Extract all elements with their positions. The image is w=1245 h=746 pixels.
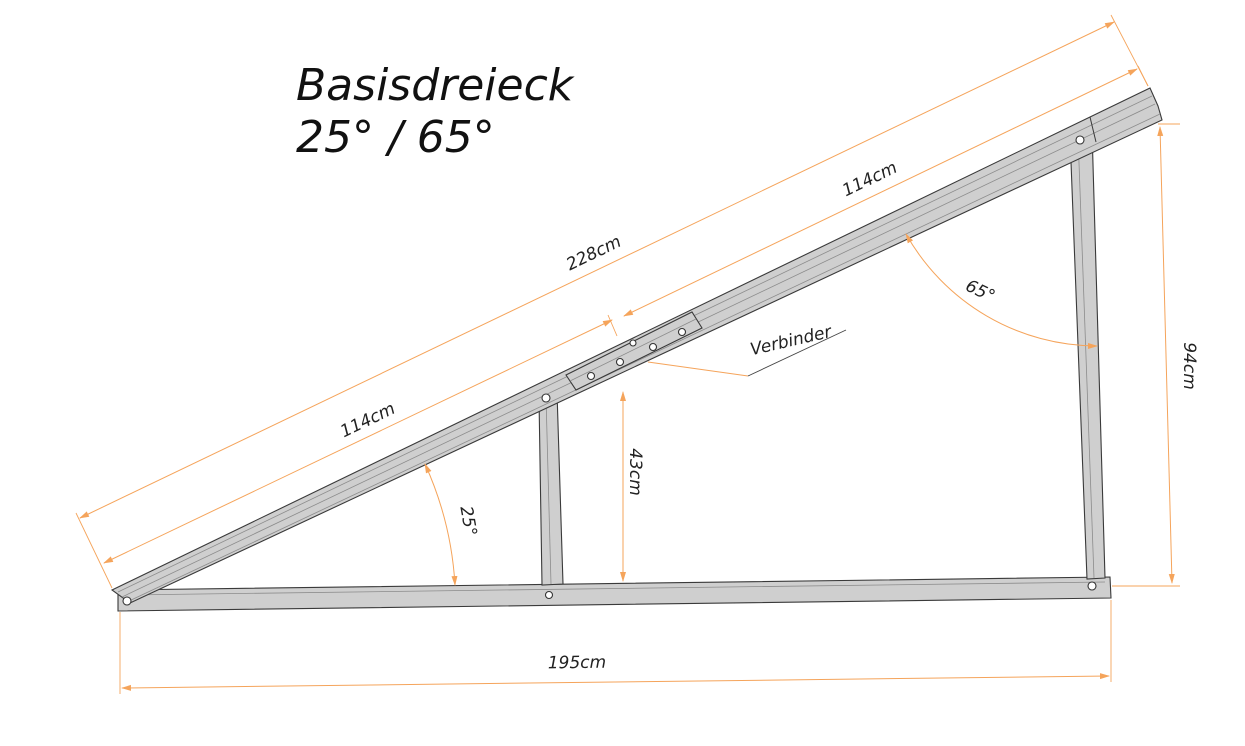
dimension-short-support: 43cm: [620, 391, 645, 582]
title-line-2: 25° / 65°: [296, 112, 495, 163]
connector-plate: [565, 311, 703, 391]
tall-support-beam: [1069, 129, 1106, 580]
dimension-angle-bottom: 25°: [424, 463, 480, 586]
label-base-length: 195cm: [548, 653, 607, 674]
label-short-support: 43cm: [625, 448, 645, 496]
dimension-angle-top: 65°: [905, 233, 1098, 349]
label-connector: Verbinder: [748, 322, 834, 360]
label-upper-segment: 114cm: [839, 158, 900, 201]
dimension-base-length: 195cm: [119, 600, 1112, 694]
label-angle-top: 65°: [962, 276, 998, 307]
label-total-length: 228cm: [563, 232, 624, 275]
short-support-beam: [538, 391, 564, 586]
dimension-tall-support: 94cm: [1112, 123, 1199, 587]
label-angle-bottom: 25°: [455, 505, 480, 538]
label-tall-support: 94cm: [1179, 342, 1199, 390]
dimension-upper-segment: 114cm: [623, 65, 1149, 317]
title-line-1: Basisdreieck: [296, 60, 575, 111]
base-beam: [117, 576, 1112, 612]
label-lower-segment: 114cm: [337, 399, 398, 442]
